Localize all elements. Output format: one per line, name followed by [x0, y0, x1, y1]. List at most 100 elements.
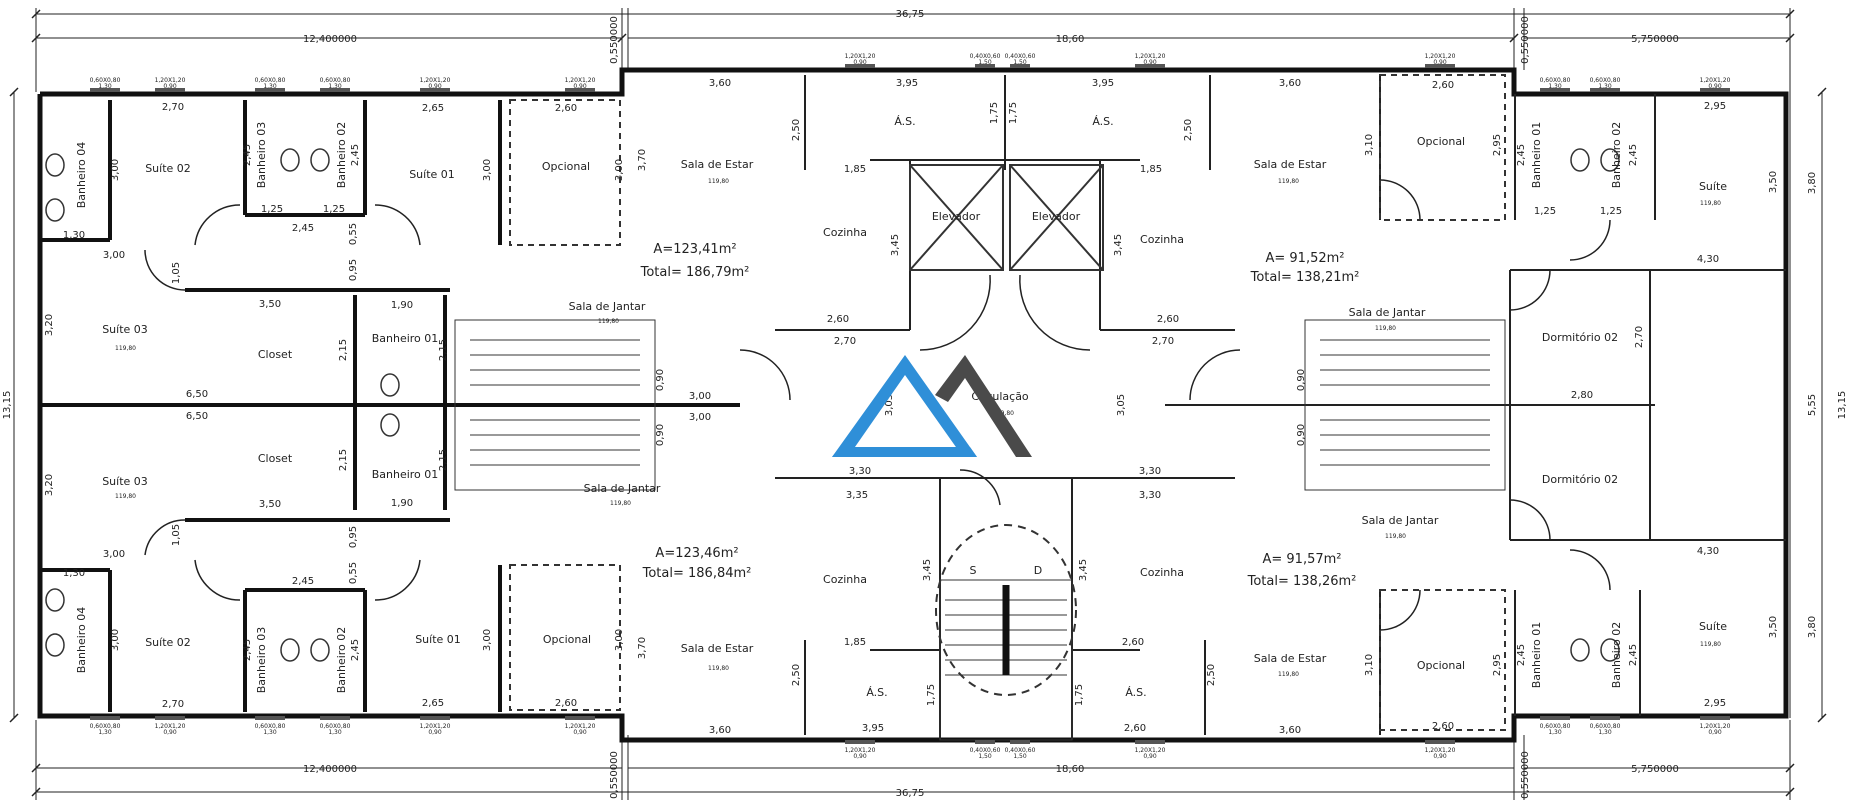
svg-text:3,05: 3,05: [884, 394, 895, 416]
svg-text:119,80: 119,80: [1375, 325, 1396, 332]
svg-text:0,60X0,80: 0,60X0,80: [255, 723, 286, 730]
svg-text:2,45: 2,45: [242, 144, 253, 166]
logo-gray-shape: [935, 355, 1032, 457]
svg-text:2,95: 2,95: [1492, 134, 1503, 156]
svg-text:0,40X0,60: 0,40X0,60: [970, 53, 1001, 60]
room-sala-estar-tl: Sala de Estar: [681, 158, 754, 171]
svg-text:2,45: 2,45: [350, 144, 361, 166]
svg-text:2,70: 2,70: [1152, 336, 1174, 347]
window-labels: 0,60X0,80 1,30 1,20X1,20 0,90 0,60X0,80 …: [90, 53, 1731, 760]
stairs: [454, 319, 1506, 741]
svg-text:3,50: 3,50: [259, 299, 281, 310]
svg-text:0,90: 0,90: [1143, 59, 1157, 66]
svg-text:2,65: 2,65: [422, 103, 444, 114]
svg-text:1,50: 1,50: [978, 59, 992, 66]
svg-text:2,50: 2,50: [1206, 664, 1217, 686]
svg-text:2,60: 2,60: [1157, 314, 1179, 325]
svg-text:1,30: 1,30: [63, 230, 85, 241]
svg-text:3,45: 3,45: [1078, 559, 1089, 581]
svg-text:119,80: 119,80: [115, 493, 136, 500]
logo-blue-base: [832, 447, 977, 457]
svg-text:4,30: 4,30: [1697, 546, 1719, 557]
svg-text:2,45: 2,45: [1628, 144, 1639, 166]
area-br: A= 91,57m²: [1262, 552, 1341, 567]
dashed-balconies: [509, 74, 1506, 731]
right-height-1: 3,80: [1807, 172, 1818, 194]
svg-text:2,15: 2,15: [438, 449, 449, 471]
dimension-lines: [13, 8, 1823, 800]
svg-text:0,60X0,80: 0,60X0,80: [90, 77, 121, 84]
gap-bottom-left: 0,550000: [609, 751, 620, 799]
svg-text:3,45: 3,45: [1113, 234, 1124, 256]
svg-text:2,70: 2,70: [1634, 326, 1645, 348]
svg-text:2,45: 2,45: [292, 223, 314, 234]
room-banheiro04-bl: Banheiro 04: [75, 607, 88, 674]
left-width-top: 12,400000: [303, 34, 357, 45]
svg-text:1,85: 1,85: [844, 164, 866, 175]
room-cozinha-br: Cozinha: [1140, 566, 1184, 579]
svg-text:1,75: 1,75: [1008, 102, 1019, 124]
svg-text:2,50: 2,50: [791, 119, 802, 141]
svg-text:6,50: 6,50: [186, 389, 208, 400]
svg-text:119,80: 119,80: [1700, 200, 1721, 207]
svg-text:0,90: 0,90: [573, 83, 587, 90]
svg-text:0,90: 0,90: [1708, 729, 1722, 736]
svg-text:0,90: 0,90: [1433, 59, 1447, 66]
svg-text:3,30: 3,30: [849, 466, 871, 477]
svg-text:3,50: 3,50: [1768, 616, 1779, 638]
area-tr: A= 91,52m²: [1265, 251, 1344, 266]
svg-text:3,95: 3,95: [896, 78, 918, 89]
exterior-walls: [37, 67, 1789, 743]
svg-text:3,45: 3,45: [922, 559, 933, 581]
svg-text:3,50: 3,50: [1768, 171, 1779, 193]
svg-text:3,00: 3,00: [614, 629, 625, 651]
svg-text:1,20X1,20: 1,20X1,20: [565, 723, 596, 730]
svg-text:1,05: 1,05: [171, 524, 182, 546]
svg-text:1,90: 1,90: [391, 498, 413, 509]
svg-text:2,50: 2,50: [1183, 119, 1194, 141]
svg-text:3,30: 3,30: [1139, 466, 1161, 477]
svg-text:1,30: 1,30: [328, 83, 342, 90]
svg-text:3,10: 3,10: [1364, 654, 1375, 676]
dimension-ticks: [9, 9, 1827, 797]
svg-text:1,20X1,20: 1,20X1,20: [1700, 77, 1731, 84]
svg-text:0,90: 0,90: [853, 59, 867, 66]
room-elevador-2: Elevador: [1032, 210, 1081, 223]
svg-text:1,25: 1,25: [1534, 206, 1556, 217]
svg-text:1,20X1,20: 1,20X1,20: [155, 77, 186, 84]
svg-text:6,50: 6,50: [186, 411, 208, 422]
bathroom-fixtures: [45, 148, 1620, 662]
svg-text:2,60: 2,60: [1432, 721, 1454, 732]
svg-text:4,30: 4,30: [1697, 254, 1719, 265]
svg-text:3,00: 3,00: [614, 159, 625, 181]
room-sala-jantar-br: Sala de Jantar: [1362, 514, 1439, 527]
svg-text:1,85: 1,85: [844, 637, 866, 648]
svg-text:2,70: 2,70: [834, 336, 856, 347]
svg-text:1,20X1,20: 1,20X1,20: [1135, 53, 1166, 60]
svg-text:3,00: 3,00: [482, 629, 493, 651]
svg-text:3,45: 3,45: [890, 234, 901, 256]
svg-text:0,90: 0,90: [573, 729, 587, 736]
svg-text:2,65: 2,65: [422, 698, 444, 709]
svg-text:119,80: 119,80: [708, 178, 729, 185]
room-as-br: Á.S.: [1125, 686, 1146, 699]
svg-text:1,30: 1,30: [1548, 729, 1562, 736]
svg-text:1,25: 1,25: [1600, 206, 1622, 217]
width-total-bottom: 36,75: [896, 788, 925, 799]
svg-text:1,85: 1,85: [1140, 164, 1162, 175]
room-suite01-bl: Suíte 01: [415, 633, 461, 646]
svg-text:119,80: 119,80: [708, 665, 729, 672]
svg-text:3,60: 3,60: [709, 78, 731, 89]
svg-text:0,60X0,80: 0,60X0,80: [1540, 77, 1571, 84]
svg-text:1,50: 1,50: [1013, 59, 1027, 66]
interior-dimension-labels: 3,60 3,95 3,95 3,60 2,60 2,70 2,65 2,60 …: [44, 78, 1779, 736]
room-cozinha-tl: Cozinha: [823, 226, 867, 239]
windows: [90, 64, 1730, 744]
svg-text:1,20X1,20: 1,20X1,20: [155, 723, 186, 730]
svg-text:119,80: 119,80: [610, 500, 631, 507]
svg-text:0,40X0,60: 0,40X0,60: [1005, 53, 1036, 60]
svg-text:119,80: 119,80: [1700, 641, 1721, 648]
svg-text:1,20X1,20: 1,20X1,20: [565, 77, 596, 84]
stair-up-label: S: [970, 564, 977, 577]
room-banheiro01-br: Banheiro 01: [1530, 622, 1543, 689]
